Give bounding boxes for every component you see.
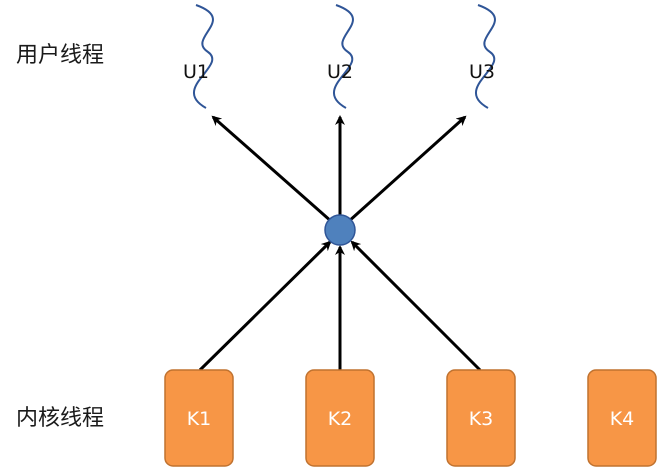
user-thread-label: U1 xyxy=(183,61,209,83)
k3-to-hub-arrow xyxy=(350,240,482,372)
kernel-thread-box xyxy=(164,369,234,467)
kernel-thread-box xyxy=(446,369,516,467)
kernel-thread-label: K3 xyxy=(469,408,494,430)
user-thread-wave-1 xyxy=(192,4,214,109)
hub-to-u3-arrow xyxy=(346,115,467,224)
hub-to-u1-arrow xyxy=(211,115,333,224)
kernel-thread-box xyxy=(587,369,657,467)
kernel-thread-label: K1 xyxy=(187,408,212,430)
kernel-thread-label: K2 xyxy=(328,408,353,430)
mapping-hub-node xyxy=(324,214,356,246)
user-threads-row-label: 用户线程 xyxy=(16,43,104,68)
user-thread-wave-3 xyxy=(474,4,496,109)
user-thread-wave-2 xyxy=(332,4,354,109)
user-thread-label: U2 xyxy=(327,61,353,83)
kernel-thread-box xyxy=(305,369,375,467)
user-thread-label: U3 xyxy=(469,61,495,83)
k1-to-hub-arrow xyxy=(198,240,332,372)
kernel-thread-label: K4 xyxy=(610,408,635,430)
kernel-threads-row-label: 内核线程 xyxy=(16,406,104,431)
